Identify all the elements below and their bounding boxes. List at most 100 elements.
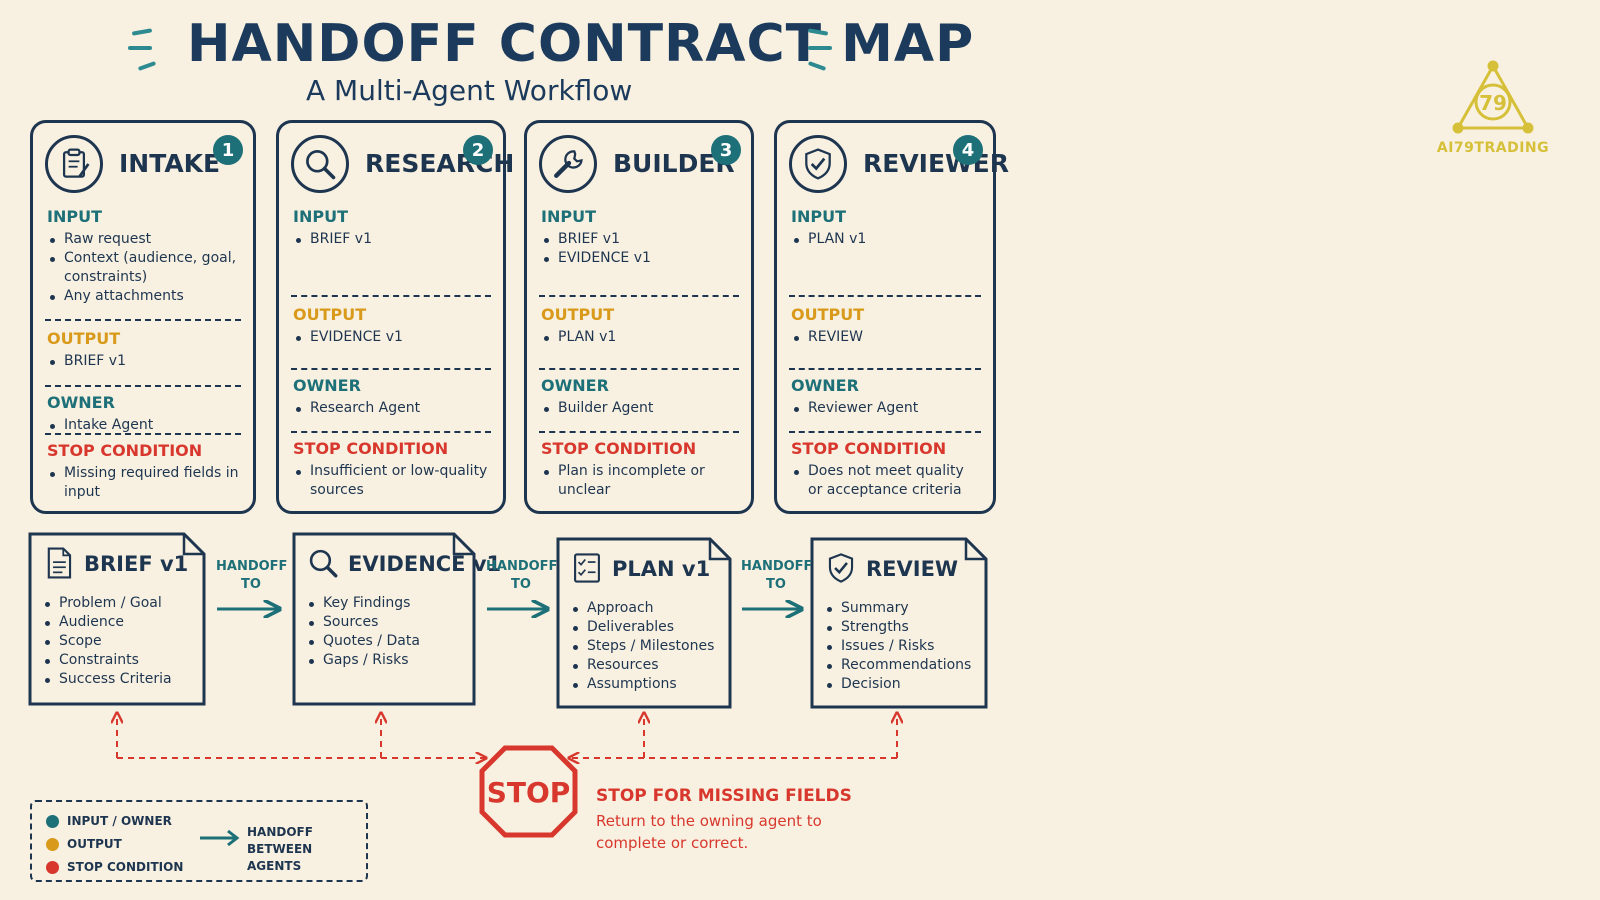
list-item: Approach [570, 599, 714, 618]
step-number-badge: 4 [953, 135, 983, 165]
list-item: Research Agent [293, 399, 489, 418]
divider [45, 385, 241, 387]
divider [539, 368, 739, 370]
shield-check-icon [828, 553, 854, 583]
document-frame [810, 537, 988, 709]
list-item: Assumptions [570, 675, 714, 694]
step-number-badge: 3 [711, 135, 741, 165]
svg-text:79: 79 [1479, 91, 1507, 115]
red-dot-icon [46, 861, 59, 874]
list-item: Recommendations [824, 656, 971, 675]
page-title: HANDOFF CONTRACT MAP [187, 14, 975, 74]
owner-section: OWNER Research Agent [293, 376, 489, 418]
input-label: INPUT [541, 207, 596, 226]
list-item: Gaps / Risks [306, 651, 420, 670]
agent-title: REVIEWER [863, 149, 1009, 178]
stop-condition-label: STOP CONDITION [293, 439, 449, 458]
output-label: OUTPUT [47, 329, 121, 348]
legend-item-handoff: HANDOFF BETWEEN AGENTS [247, 825, 313, 873]
divider [291, 368, 491, 370]
list-item: Constraints [42, 651, 172, 670]
magnifier-icon [309, 549, 338, 578]
divider [45, 319, 241, 321]
output-label: OUTPUT [791, 305, 865, 324]
list-item: Missing required fields in input [47, 464, 239, 502]
teal-dot-icon [46, 815, 59, 828]
arrow-right-icon [200, 829, 240, 847]
stop-condition-label: STOP CONDITION [541, 439, 697, 458]
document-title: BRIEF v1 [84, 552, 189, 576]
list-item: Key Findings [306, 594, 420, 613]
input-section: INPUT BRIEF v1 [293, 207, 489, 249]
divider [291, 295, 491, 297]
stop-title: STOP FOR MISSING FIELDS [596, 786, 852, 806]
output-label: OUTPUT [541, 305, 615, 324]
list-item: Decision [824, 675, 971, 694]
return-arrows [117, 714, 897, 758]
list-item: Audience [42, 613, 172, 632]
list-item: Raw request [47, 230, 239, 249]
list-item: Context (audience, goal, constraints) [47, 249, 239, 287]
stop-sign-icon [479, 745, 578, 838]
divider [291, 431, 491, 433]
list-item: BRIEF v1 [541, 230, 737, 249]
stop-condition-label: STOP CONDITION [47, 441, 203, 460]
divider [539, 295, 739, 297]
list-item: BRIEF v1 [293, 230, 489, 249]
legend-item-input-owner: INPUT / OWNER [46, 814, 172, 828]
legend: INPUT / OWNER OUTPUT STOP CONDITION HAND… [30, 800, 368, 882]
stop-condition-label: STOP CONDITION [791, 439, 947, 458]
input-label: INPUT [791, 207, 846, 226]
list-item: Resources [570, 656, 714, 675]
list-item: Insufficient or low-quality sources [293, 462, 489, 500]
stop-condition-section: STOP CONDITION Does not meet quality or a… [791, 439, 979, 500]
output-label: OUTPUT [293, 305, 367, 324]
logo-icon: 79 [1452, 60, 1534, 134]
list-item: Problem / Goal [42, 594, 172, 613]
magnifier-icon [306, 150, 336, 180]
list-item: Any attachments [47, 287, 239, 306]
list-item: EVIDENCE v1 [293, 328, 489, 347]
divider [789, 368, 981, 370]
stop-sign-label: STOP [486, 776, 571, 809]
clipboard-icon [62, 148, 90, 178]
shield-check-icon [805, 148, 831, 180]
document-title: REVIEW [866, 557, 959, 581]
document-title: PLAN v1 [612, 557, 711, 581]
wrench-icon [554, 150, 583, 178]
owner-label: OWNER [791, 376, 859, 395]
document-frame [28, 532, 206, 706]
list-item: Scope [42, 632, 172, 651]
document-frame [292, 532, 476, 706]
divider [539, 431, 739, 433]
owner-label: OWNER [541, 376, 609, 395]
step-number-badge: 1 [213, 135, 243, 165]
list-item: Steps / Milestones [570, 637, 714, 656]
document-icon [47, 547, 72, 579]
document-title: EVIDENCE v1 [348, 552, 502, 576]
input-label: INPUT [293, 207, 348, 226]
stop-condition-section: STOP CONDITION Missing required fields in… [47, 441, 239, 502]
logo-text: AI79TRADING [1436, 140, 1550, 156]
owner-label: OWNER [293, 376, 361, 395]
legend-item-output: OUTPUT [46, 837, 122, 851]
list-item: Issues / Risks [824, 637, 971, 656]
checklist-icon [574, 553, 600, 583]
agent-icon-circle [291, 135, 349, 193]
list-item: Does not meet quality or acceptance crit… [791, 462, 979, 500]
